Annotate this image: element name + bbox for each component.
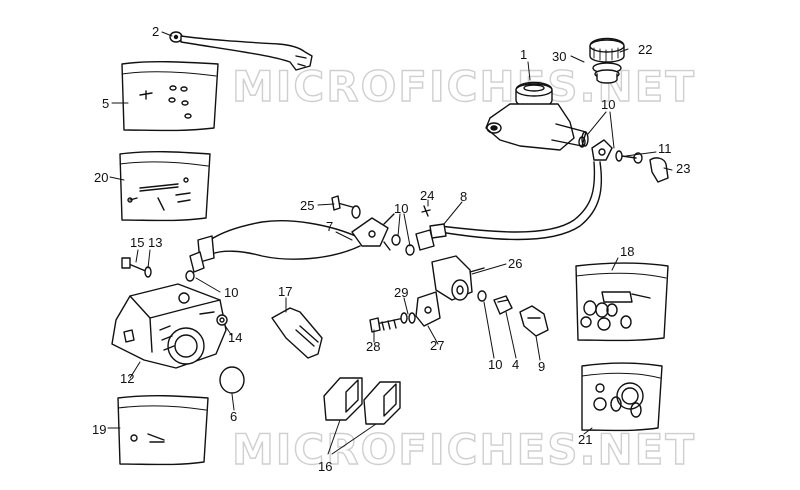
callout-22: 22 — [638, 42, 653, 57]
brake-pads-16 — [323, 377, 401, 425]
brake-lever — [169, 31, 313, 71]
callout-18: 18 — [620, 244, 635, 259]
callout-20: 20 — [94, 170, 109, 185]
bleed-cap-9 — [519, 305, 549, 337]
banjo-fitting-upper — [578, 136, 669, 183]
callout-14: 14 — [228, 330, 243, 345]
callout-10-lower: 10 — [488, 357, 503, 372]
washer-29 — [408, 312, 416, 324]
callout-2: 2 — [152, 24, 160, 39]
callout-11: 11 — [658, 141, 672, 156]
callout-23: 23 — [676, 161, 691, 176]
callout-4: 4 — [512, 357, 520, 372]
callout-7: 7 — [326, 219, 334, 234]
callout-19: 19 — [92, 422, 107, 437]
callout-5: 5 — [102, 96, 110, 111]
callout-30: 30 — [552, 49, 567, 64]
pin-24 — [421, 205, 431, 217]
callout-13: 13 — [148, 235, 163, 250]
brake-hose-left — [189, 213, 395, 273]
bolt-28 — [369, 312, 408, 333]
banjo-bolt-25 — [331, 195, 361, 219]
washer-10-caliper — [185, 270, 195, 282]
callout-26: 26 — [508, 256, 523, 271]
callout-1: 1 — [520, 47, 528, 62]
o-ring-6 — [219, 366, 245, 394]
cap-14 — [216, 314, 228, 326]
washer-10-lower — [477, 290, 487, 302]
callout-12: 12 — [120, 371, 135, 386]
kit-bag-19 — [117, 394, 209, 466]
kit-bag-20 — [119, 150, 211, 222]
callout-10-caliper: 10 — [224, 285, 239, 300]
reservoir-cap — [589, 37, 625, 84]
callout-17: 17 — [278, 284, 293, 299]
callout-25: 25 — [300, 198, 315, 213]
hose-junction-26 — [431, 255, 485, 301]
fitting-4 — [493, 295, 513, 315]
bracket-27 — [415, 291, 441, 327]
callout-6: 6 — [230, 409, 238, 424]
washer-10-center-a — [391, 234, 401, 246]
callout-29: 29 — [394, 285, 409, 300]
callout-9: 9 — [538, 359, 546, 374]
callout-28: 28 — [366, 339, 381, 354]
kit-bag-5 — [121, 60, 219, 132]
kit-bag-18 — [575, 262, 669, 342]
callout-27: 27 — [430, 338, 445, 353]
callout-8: 8 — [460, 189, 468, 204]
callout-16: 16 — [318, 459, 333, 474]
callout-21: 21 — [578, 432, 593, 447]
callout-15: 15 — [130, 235, 145, 250]
brake-hose-upper — [415, 161, 603, 251]
callout-24: 24 — [420, 188, 435, 203]
pad-shield-17 — [271, 307, 323, 359]
callout-10-upper: 10 — [601, 97, 616, 112]
brake-caliper — [111, 283, 227, 369]
master-cylinder — [485, 81, 589, 151]
kit-bag-21 — [581, 362, 663, 432]
callout-10-center: 10 — [394, 201, 409, 216]
watermark-bottom: MICROFICHES.NET — [231, 424, 696, 474]
leader-lines — [107, 31, 673, 455]
